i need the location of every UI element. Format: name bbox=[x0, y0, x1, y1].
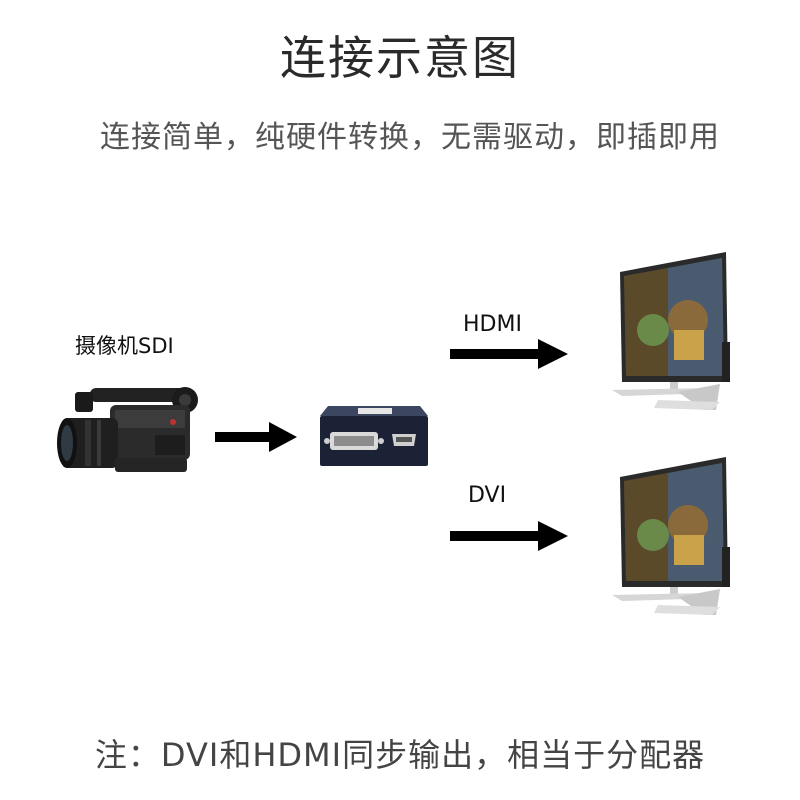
hdmi-output-label: HDMI bbox=[463, 312, 522, 337]
arrow-right-icon bbox=[215, 420, 297, 454]
footnote: 注：DVI和HDMI同步输出，相当于分配器 bbox=[0, 730, 800, 776]
arrow-right-icon bbox=[450, 338, 568, 370]
page-title: 连接示意图 bbox=[0, 22, 800, 88]
monitor-icon bbox=[608, 455, 736, 617]
arrow-right-icon bbox=[450, 520, 568, 552]
monitor-icon bbox=[608, 250, 736, 412]
page-subtitle: 连接简单，纯硬件转换，无需驱动，即插即用 bbox=[0, 112, 800, 156]
sdi-converter-box-icon bbox=[318, 402, 430, 468]
dvi-output-label: DVI bbox=[468, 483, 506, 508]
video-camera-icon bbox=[55, 380, 205, 490]
camera-label: 摄像机SDI bbox=[75, 330, 174, 360]
